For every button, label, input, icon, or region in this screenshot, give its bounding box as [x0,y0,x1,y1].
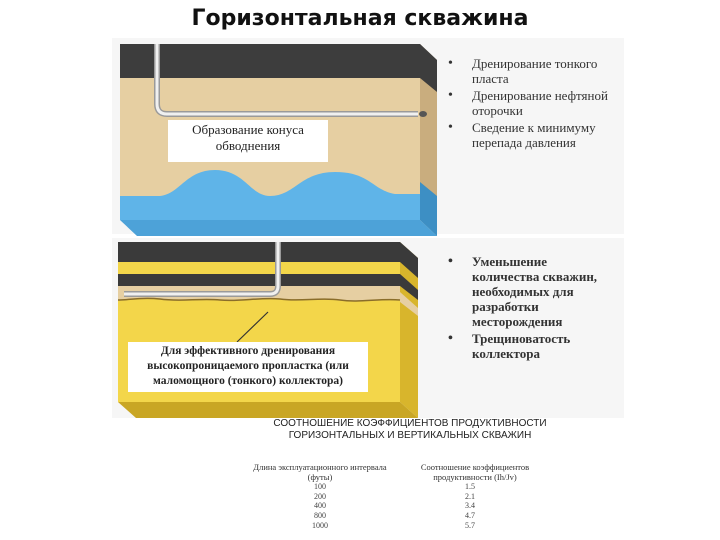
table-title: СООТНОШЕНИЕ КОЭФФИЦИЕНТОВ ПРОДУКТИВНОСТИ… [273,418,547,441]
bottom-dark-layer [118,274,400,286]
water-coning-callout: Образование конуса обводнения [168,120,328,162]
thin-reservoir-callout: Для эффективного дренирования высокопрон… [128,342,368,392]
list-item: •Сведение к минимуму перепада давления [448,120,596,150]
table-cell: 200 [314,491,326,501]
callout-line: Образование конуса [192,122,304,137]
top-cap-rock [120,44,420,78]
bullet-icon: • [448,254,453,269]
callout-line: высокопроницаемого пропластка (или [147,360,349,372]
table-cell: 1.5 [465,482,475,491]
list-item: •Дренирование нефтяной оторочки [448,88,608,118]
list-item: •Трещиноватость коллектора [448,331,571,361]
callout-line: обводнения [215,138,281,153]
bullet-icon: • [448,56,453,71]
table-cell: 800 [314,511,326,521]
top-block-side-water [420,182,437,236]
bullet-icon: • [448,331,453,346]
top-water-cone [120,170,420,220]
top-benefits-list: •Дренирование тонкого пласта •Дренирован… [446,56,616,152]
list-item: •Дренирование тонкого пласта [448,56,598,86]
table-header-length: Длина эксплуатационного интервала (футы) [253,462,387,482]
bottom-block-bottom [118,402,418,418]
table-cell: 400 [314,501,326,511]
table-cell: 5.7 [465,520,475,530]
table-column-length: 100 200 400 800 1000 [290,482,350,531]
table-cell: 100 [314,482,326,491]
table-column-ratio: 1.5 2.1 3.4 4.7 5.7 [440,482,500,531]
table-cell: 3.4 [465,501,475,511]
table-cell: 2.1 [465,491,475,501]
top-block-side-cap [420,44,437,92]
callout-pointer [236,311,269,343]
bottom-yellow-layer-1 [118,262,400,274]
table-header-ratio: Соотношение коэффициентов продуктивности… [420,462,530,482]
slide-title: Горизонтальная скважина [191,6,529,31]
bullet-icon: • [448,120,453,135]
table-cell: 1000 [312,520,328,530]
bullet-icon: • [448,88,453,103]
bottom-benefits-list: •Уменьшение количества скважин, необходи… [446,254,616,363]
callout-line: Для эффективного дренирования [160,345,336,357]
table-cell: 4.7 [465,511,475,521]
top-block-bottom [120,220,437,236]
callout-line: маломощного (тонкого) коллектора) [153,375,343,387]
list-item: •Уменьшение количества скважин, необходи… [448,254,598,329]
bottom-cap-rock [118,242,400,262]
top-well-end [419,111,427,117]
